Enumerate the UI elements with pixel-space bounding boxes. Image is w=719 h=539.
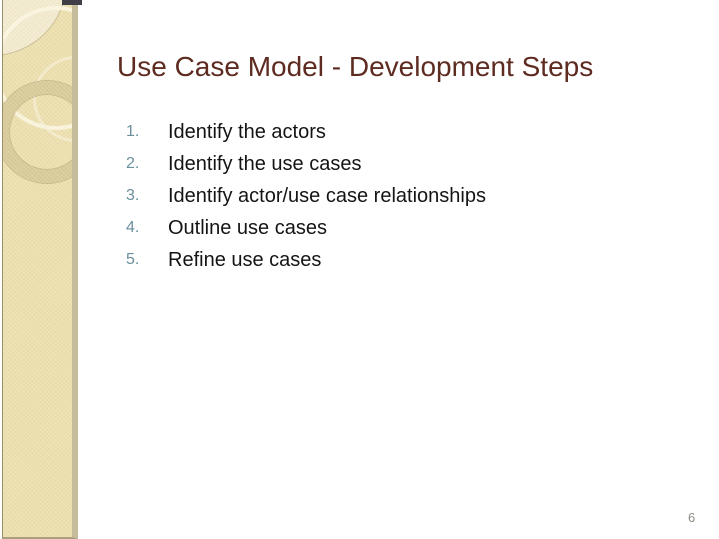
slide-title: Use Case Model - Development Steps — [117, 51, 594, 82]
list-item-number: 4. — [126, 219, 140, 236]
list-item-text: Identify the use cases — [168, 153, 362, 175]
list-item-number: 1. — [126, 123, 140, 140]
top-accent-square — [62, 0, 82, 5]
sidebar-decoration — [2, 0, 78, 539]
list-item-text: Identify the actors — [168, 121, 326, 143]
list-item-text: Refine use cases — [168, 249, 322, 271]
list-item: 3. Identify actor/use case relationships — [120, 183, 640, 209]
list-item: 2. Identify the use cases — [120, 151, 640, 177]
list-item: 4. Outline use cases — [120, 215, 640, 241]
list-item-text: Outline use cases — [168, 217, 327, 239]
list-item-number: 2. — [126, 155, 140, 172]
list-item: 5. Refine use cases — [120, 247, 640, 273]
list-item-number: 3. — [126, 187, 140, 204]
decorative-thick-ring — [3, 81, 72, 183]
page-number: 6 — [688, 510, 696, 525]
list-item: 1. Identify the actors — [120, 119, 640, 145]
development-steps-list: 1. Identify the actors 2. Identify the u… — [120, 119, 640, 279]
list-item-text: Identify actor/use case relationships — [168, 185, 486, 207]
list-item-number: 5. — [126, 251, 140, 268]
